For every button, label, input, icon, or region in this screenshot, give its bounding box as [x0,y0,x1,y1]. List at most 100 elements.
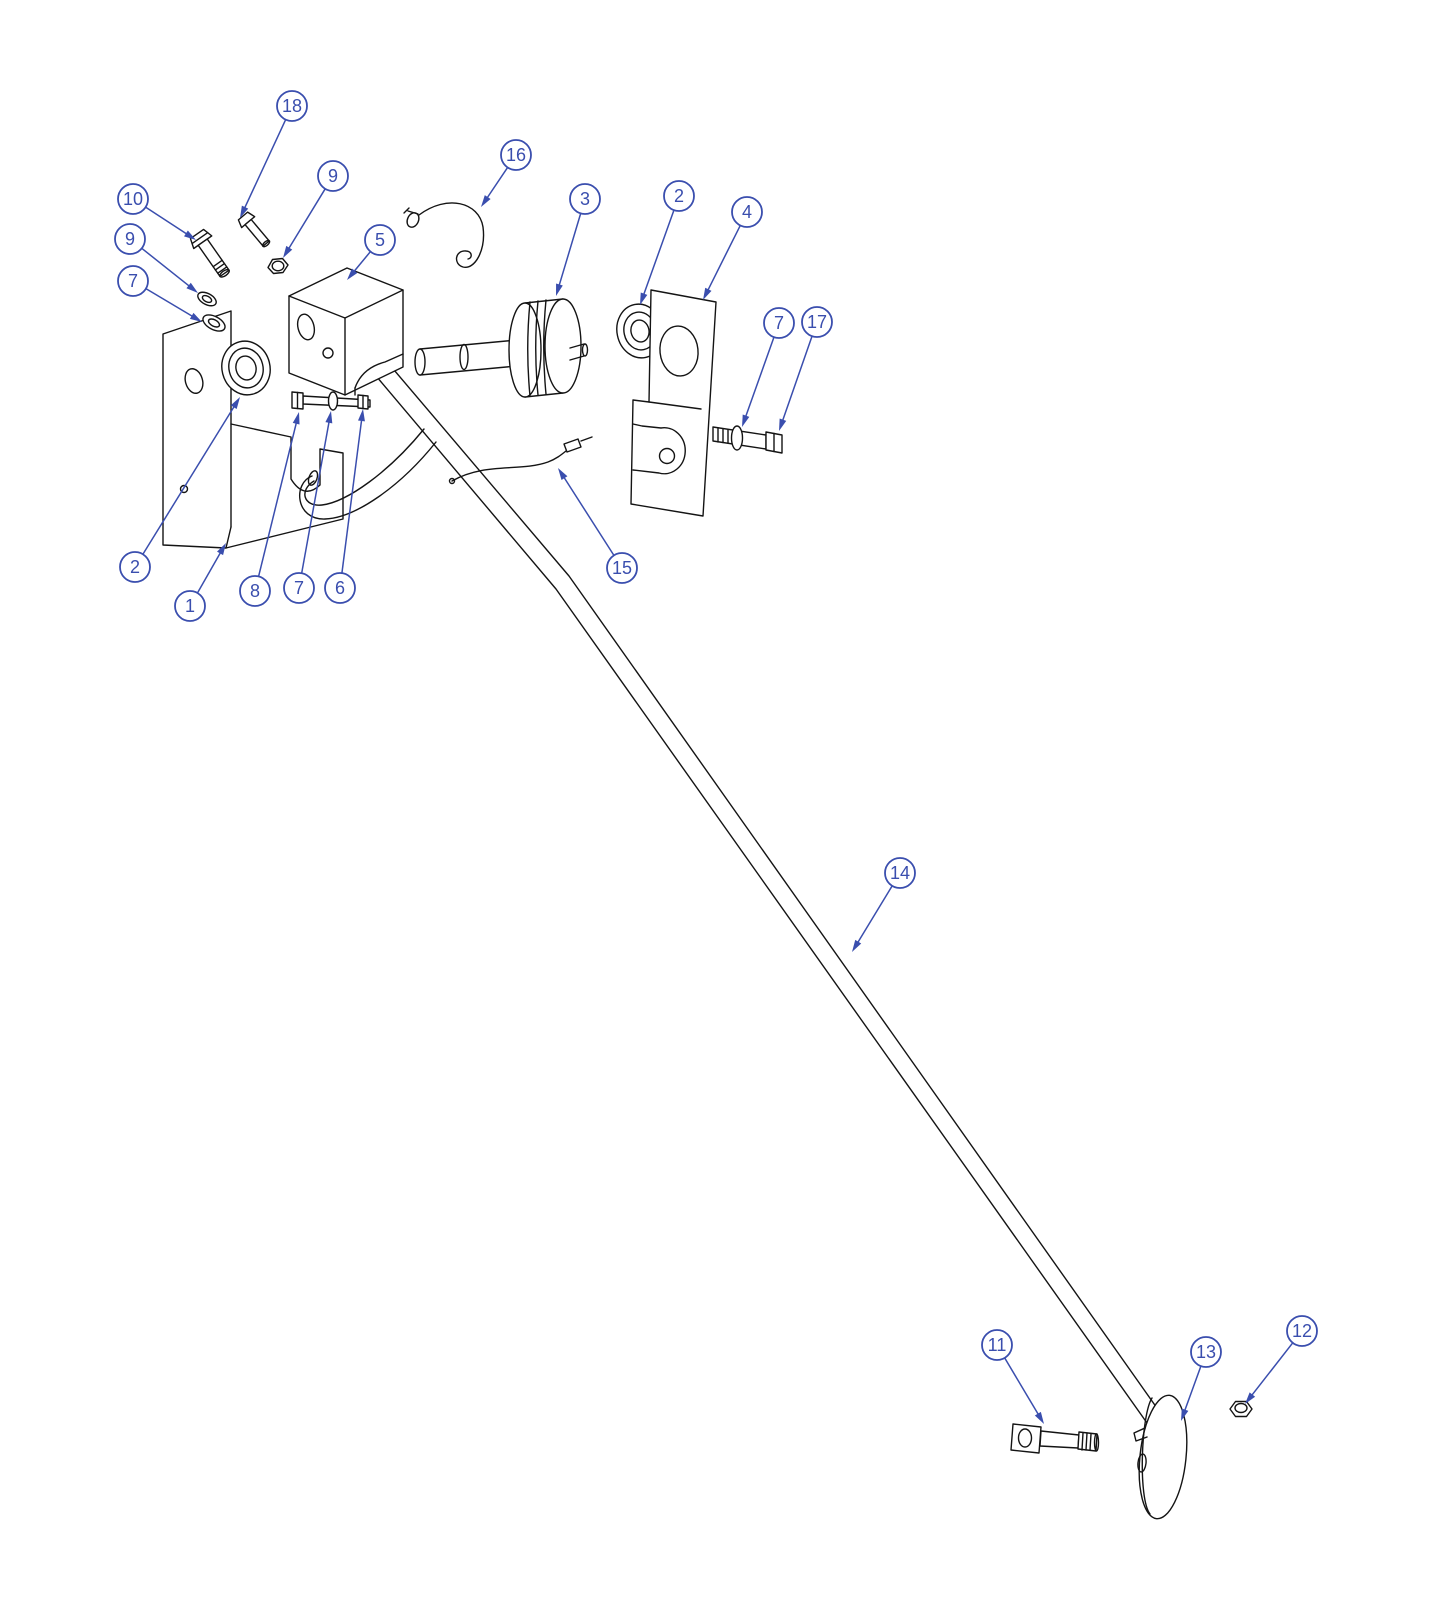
balloon-number: 5 [375,230,385,250]
part-bolt-17 [712,425,783,454]
balloon-number: 10 [123,189,143,209]
balloon-circle [1286,1315,1318,1347]
balloon-circle [283,572,315,604]
part-washer-7-left [202,314,226,332]
balloon-number: 7 [294,578,304,598]
callout-16-5: 16 [481,139,532,207]
balloon-circle [569,183,601,215]
leader-arrowhead [186,282,198,293]
leader-line [744,336,775,417]
part-cable-15 [448,436,593,485]
balloon-circle [663,180,695,212]
leader-arrowhead [184,230,196,240]
leader-line [145,206,188,235]
leader-line [141,247,190,287]
balloon-number: 17 [807,312,827,332]
leader-arrowhead [852,939,862,952]
part-bearing-left [221,340,271,396]
balloon-number: 15 [612,558,632,578]
balloon-number: 1 [185,596,195,616]
part-washer-7-right [730,425,744,451]
balloon-number: 9 [125,229,135,249]
balloon-number: 11 [988,1335,1007,1355]
balloon-circle [731,196,763,228]
callout-17-11: 17 [779,306,833,431]
callout-14-18: 14 [852,857,916,952]
leader-arrowhead [292,412,300,425]
balloon-number: 12 [1292,1321,1312,1341]
leader-arrowhead [347,268,358,280]
leader-arrowhead [640,292,648,305]
leader-arrowhead [189,312,202,322]
balloon-circle [174,590,206,622]
balloon-circle [364,224,396,256]
leader-line [781,335,813,421]
leader-line [257,422,298,577]
balloon-circle [117,265,149,297]
leader-line [707,225,741,291]
part-disc-13 [1133,1394,1188,1520]
leader-arrowhead [558,468,568,480]
callout-15-17: 15 [558,468,638,584]
parts-artwork [162,202,1253,1520]
balloon-number: 9 [328,166,338,186]
callout-9-1: 9 [114,223,198,293]
leader-arrowhead [1181,1408,1189,1421]
part-nut-6 [357,394,369,410]
part-pivot-block-5 [288,267,404,396]
callout-7-2: 7 [117,265,202,322]
leader-arrowhead [325,411,333,424]
balloon-number: 4 [742,202,752,222]
leader-arrowhead [230,397,240,410]
balloon-number: 7 [774,313,784,333]
callout-18-3: 18 [240,90,308,218]
balloon-circle [324,572,356,604]
callout-7-10: 7 [742,307,795,427]
balloon-circle [114,223,146,255]
balloon-number: 6 [335,578,345,598]
part-washer-7-bolt8 [327,391,339,411]
leader-line [558,213,582,286]
leader-arrowhead [1034,1411,1044,1424]
callout-11-19: 11 [981,1329,1044,1424]
balloon-circle [801,306,833,338]
leader-line [486,167,509,199]
leader-arrowhead [217,543,226,556]
part-left-bracket [162,310,344,549]
callout-2-8: 2 [640,180,695,305]
leader-arrowhead [240,205,249,218]
callout-3-7: 3 [556,183,601,296]
part-roller-3 [414,298,589,398]
leader-line [196,552,222,594]
part-right-bracket-4 [630,289,717,517]
part-nut-9 [267,257,289,275]
balloon-number: 13 [1196,1342,1216,1362]
leader-arrowhead [1245,1392,1256,1404]
callout-7-15: 7 [283,411,333,604]
leader-arrowhead [357,409,365,422]
balloon-circle [317,160,349,192]
leader-line [1004,1357,1040,1415]
leader-line [1251,1342,1294,1396]
balloon-number: 7 [128,271,138,291]
callout-8-14: 8 [239,412,300,607]
leader-arrowhead [556,283,563,296]
leader-arrowhead [283,245,293,258]
leader-line [563,476,615,556]
leader-line [288,188,326,249]
balloon-number: 3 [580,189,590,209]
part-nut-12 [1229,1400,1253,1418]
leader-arrowhead [779,418,787,431]
balloon-number: 2 [130,557,140,577]
leader-line [857,885,893,943]
balloon-circle [239,575,271,607]
balloon-circle [119,551,151,583]
balloon-circle [276,90,308,122]
callout-4-9: 4 [703,196,763,300]
callout-2-12: 2 [119,397,240,583]
balloon-circle [500,139,532,171]
leader-line [142,405,235,555]
